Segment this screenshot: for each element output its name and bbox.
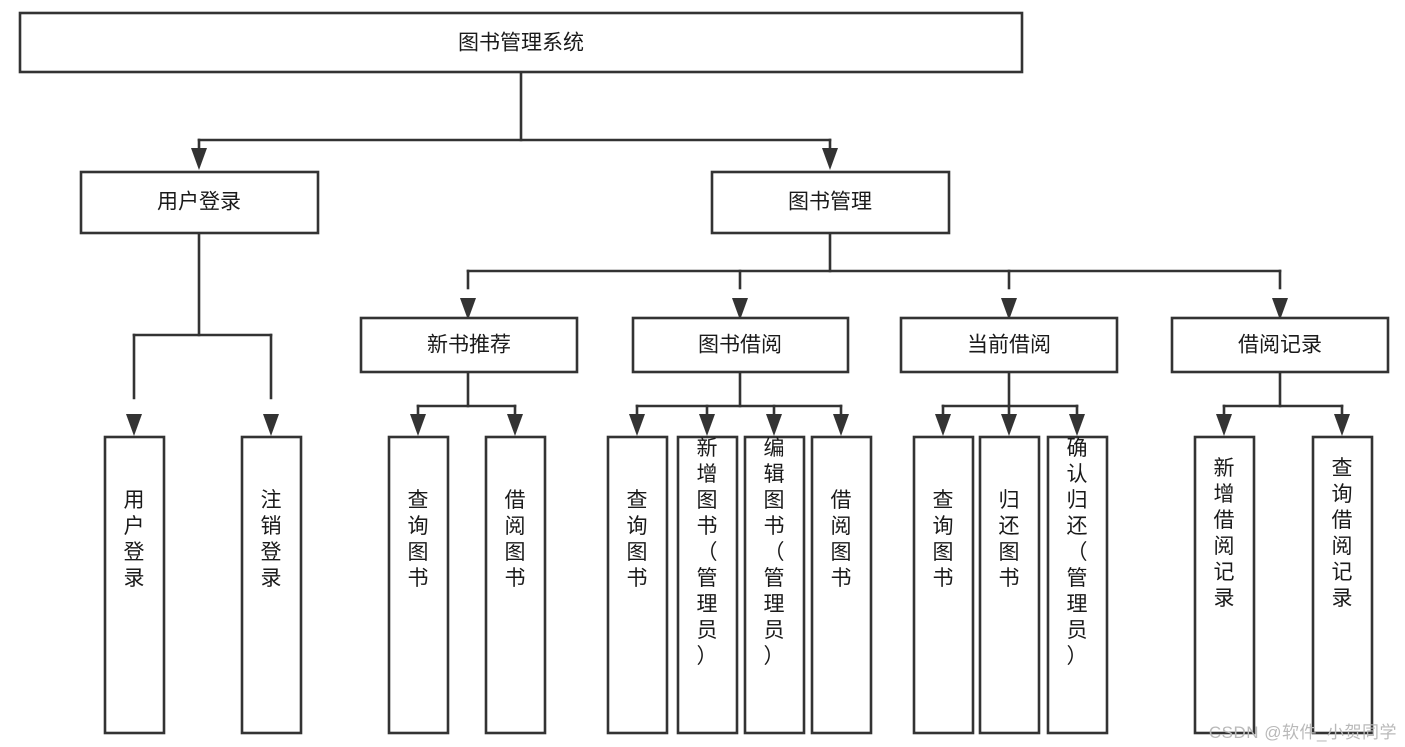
leaf-recommend-borrow-book-box[interactable]: [484, 435, 547, 735]
leaf-recommend-borrow-book[interactable]: 借阅图书: [484, 435, 547, 735]
leaf-add-book-admin[interactable]: 新增图书（管理员）: [676, 435, 739, 735]
leaf-user-login-box[interactable]: [103, 435, 166, 735]
leaf-borrow-borrow-book-box[interactable]: [810, 435, 873, 735]
leaf-recommend-borrow-book-label: 借阅图书: [505, 489, 526, 590]
leaf-add-book-admin-label: 新增图书（管理员）: [697, 437, 718, 668]
leaf-recommend-query-book[interactable]: 查询图书: [387, 435, 450, 735]
leaf-borrow-query-book-label: 查询图书: [627, 489, 648, 590]
leaf-logout-box[interactable]: [240, 435, 303, 735]
leaf-add-borrow-record-box[interactable]: [1193, 435, 1256, 735]
arrow-to-leaf-borrow-book-b: [833, 414, 849, 436]
node-new-book-recommend-box[interactable]: [359, 316, 579, 374]
arrow-to-leaf-borrow-book-a: [507, 414, 523, 436]
leaf-borrow-query-book[interactable]: 查询图书: [606, 435, 669, 735]
node-book-borrow[interactable]: 图书借阅: [631, 316, 850, 374]
leaf-return-book[interactable]: 归还图书: [978, 435, 1041, 735]
arrow-to-leaf-return-book: [1001, 414, 1017, 436]
node-current-borrow-box[interactable]: [899, 316, 1119, 374]
leaf-add-borrow-record-label: 新增借阅记录: [1214, 457, 1235, 610]
leaf-current-query-book[interactable]: 查询图书: [912, 435, 975, 735]
leaf-recommend-query-book-label: 查询图书: [408, 489, 429, 590]
leaf-edit-book-admin[interactable]: 编辑图书（管理员）: [743, 435, 806, 735]
arrow-to-user-login: [191, 148, 207, 170]
node-current-borrow[interactable]: 当前借阅: [899, 316, 1119, 374]
leaf-borrow-borrow-book-label: 借阅图书: [831, 489, 852, 590]
node-borrow-record[interactable]: 借阅记录: [1170, 316, 1390, 374]
leaf-logout[interactable]: 注销登录: [240, 435, 303, 735]
leaf-borrow-borrow-book[interactable]: 借阅图书: [810, 435, 873, 735]
arrow-to-leaf-logout: [263, 414, 279, 436]
leaf-return-book-box[interactable]: [978, 435, 1041, 735]
node-borrow-record-box[interactable]: [1170, 316, 1390, 374]
node-new-book-recommend-label: 新书推荐: [427, 334, 511, 357]
node-book-borrow-label: 图书借阅: [698, 334, 782, 357]
arrow-to-leaf-add-record: [1216, 414, 1232, 436]
leaf-borrow-query-book-box[interactable]: [606, 435, 669, 735]
arrow-to-leaf-confirm-return: [1069, 414, 1085, 436]
node-borrow-record-label: 借阅记录: [1238, 334, 1322, 357]
node-root-label: 图书管理系统: [458, 32, 584, 55]
arrow-to-leaf-edit-book: [766, 414, 782, 436]
node-current-borrow-label: 当前借阅: [967, 334, 1051, 357]
leaf-user-login-label: 用户登录: [124, 489, 145, 590]
arrow-to-leaf-query-book-c: [935, 414, 951, 436]
arrow-to-book-manage: [822, 148, 838, 170]
leaf-current-query-book-label: 查询图书: [933, 489, 954, 590]
leaf-query-borrow-record-box[interactable]: [1311, 435, 1374, 735]
leaf-user-login[interactable]: 用户登录: [103, 435, 166, 735]
node-root-system[interactable]: 图书管理系统: [18, 11, 1024, 74]
arrow-to-leaf-query-book-a: [410, 414, 426, 436]
leaf-add-book-admin-box[interactable]: [676, 435, 739, 735]
node-book-manage[interactable]: 图书管理: [710, 170, 951, 235]
node-book-manage-box[interactable]: [710, 170, 951, 235]
leaf-return-book-label: 归还图书: [999, 489, 1020, 590]
leaf-recommend-query-book-box[interactable]: [387, 435, 450, 735]
leaf-edit-book-admin-label: 编辑图书（管理员）: [764, 437, 785, 668]
leaf-current-query-book-box[interactable]: [912, 435, 975, 735]
arrow-to-leaf-user-login: [126, 414, 142, 436]
node-user-login-box[interactable]: [79, 170, 320, 235]
leaf-query-borrow-record[interactable]: 查询借阅记录: [1311, 435, 1374, 735]
node-book-borrow-box[interactable]: [631, 316, 850, 374]
leaf-query-borrow-record-label: 查询借阅记录: [1332, 457, 1353, 610]
leaf-confirm-return-admin[interactable]: 确认归还（管理员）: [1046, 435, 1109, 735]
node-user-login-label: 用户登录: [157, 191, 241, 214]
node-user-login[interactable]: 用户登录: [79, 170, 320, 235]
node-root-box[interactable]: [18, 11, 1024, 74]
node-new-book-recommend[interactable]: 新书推荐: [359, 316, 579, 374]
arrow-to-leaf-query-book-b: [629, 414, 645, 436]
connector-layer: [126, 70, 1350, 436]
leaf-edit-book-admin-box[interactable]: [743, 435, 806, 735]
leaf-add-borrow-record[interactable]: 新增借阅记录: [1193, 435, 1256, 735]
leaf-confirm-return-admin-label: 确认归还（管理员）: [1067, 437, 1088, 668]
node-book-manage-label: 图书管理: [788, 191, 872, 214]
arrow-to-leaf-query-record: [1334, 414, 1350, 436]
arrow-to-leaf-add-book: [699, 414, 715, 436]
leaf-confirm-return-admin-box[interactable]: [1046, 435, 1109, 735]
leaf-logout-label: 注销登录: [261, 489, 282, 590]
